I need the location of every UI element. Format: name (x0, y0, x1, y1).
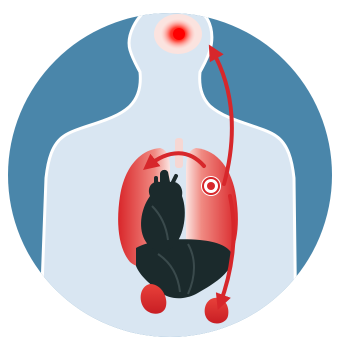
brain-icon (154, 14, 202, 54)
target-icon (201, 176, 221, 196)
